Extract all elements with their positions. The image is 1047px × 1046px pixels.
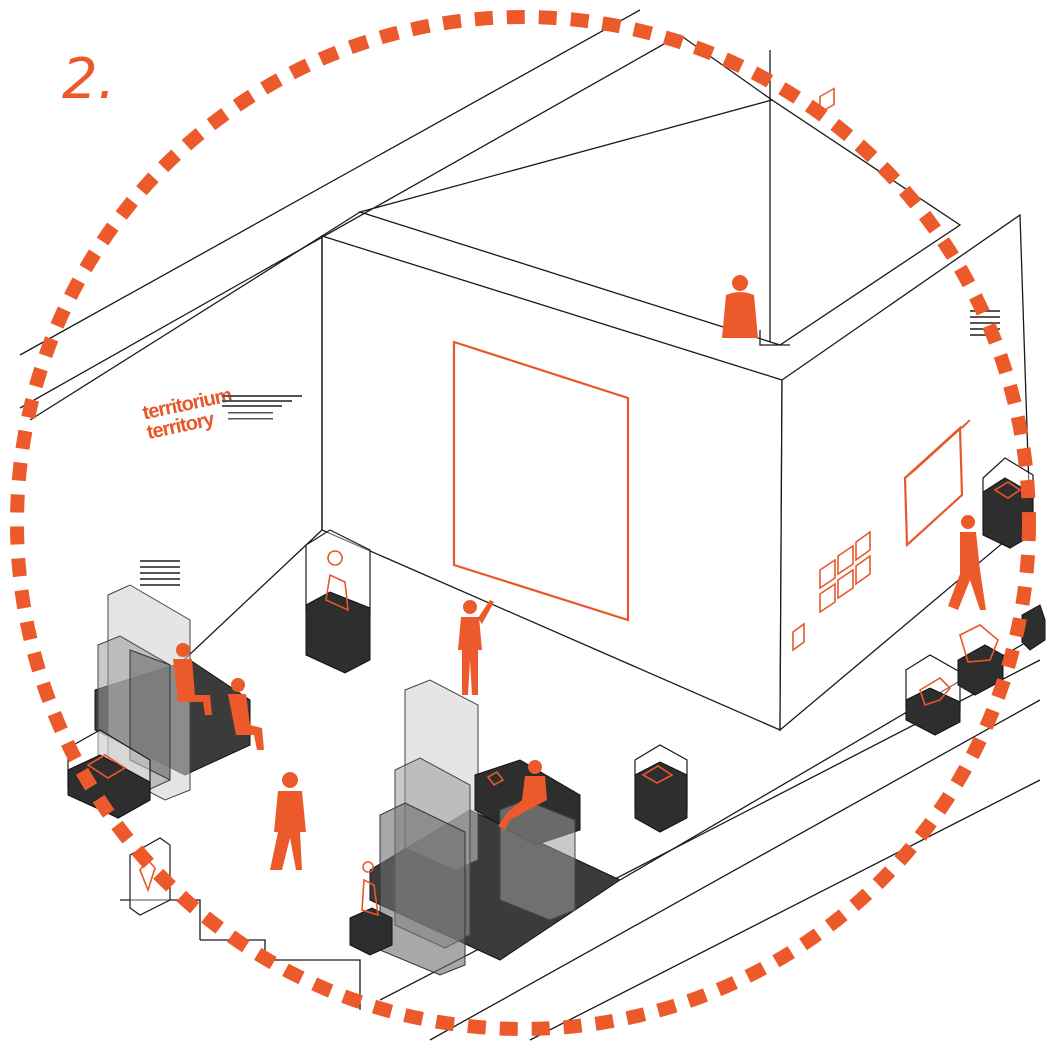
large-artwork-frame — [452, 340, 630, 622]
small-frame-1 — [819, 87, 835, 114]
vitrines-right-row — [905, 604, 1046, 736]
person-silhouette-icon — [458, 600, 494, 695]
figure-number-label: 2. — [62, 47, 115, 112]
person-silhouette-icon — [498, 760, 547, 830]
artwork-frames — [452, 87, 971, 652]
left-display-group — [94, 584, 251, 801]
architecture-outline — [19, 9, 1041, 1041]
central-block-front-wall — [321, 235, 783, 731]
vitrine-small-center — [349, 861, 393, 956]
person-silhouette-icon — [270, 772, 306, 870]
person-silhouette-icon — [722, 275, 758, 338]
person-silhouette-icon — [173, 643, 212, 715]
visitor-silhouettes — [173, 275, 986, 870]
vitrine-center-left — [305, 529, 371, 674]
center-display-cluster — [369, 679, 622, 976]
dashed-circle-highlight — [10, 10, 1036, 1036]
side-artwork-frame — [903, 425, 964, 548]
vitrine-far-right — [982, 457, 1034, 549]
person-silhouette-icon — [228, 678, 264, 750]
vitrine-right-center — [634, 744, 688, 833]
person-silhouette-icon — [948, 515, 986, 610]
wall-text-block: territorium territory — [141, 384, 234, 444]
